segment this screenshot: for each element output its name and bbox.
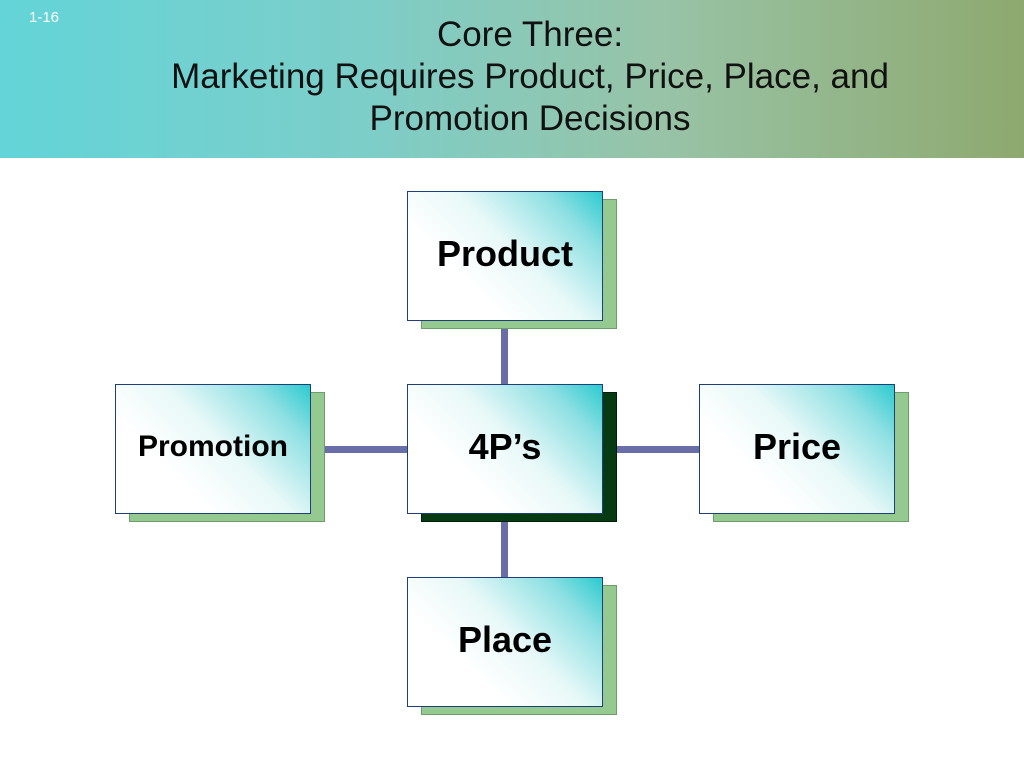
connector-top <box>501 320 508 386</box>
center-label: 4P’s <box>468 426 542 467</box>
title-line-3: Promotion Decisions <box>369 99 691 138</box>
slide-title: Core Three: Marketing Requires Product, … <box>90 14 970 140</box>
connector-bottom <box>501 513 508 579</box>
title-banner <box>0 0 1024 158</box>
price-box: Price <box>699 384 895 514</box>
slide-number: 1-16 <box>29 9 60 26</box>
place-box: Place <box>407 577 603 707</box>
price-node: Price <box>699 384 911 522</box>
promotion-node: Promotion <box>115 384 327 522</box>
product-node: Product <box>407 191 619 329</box>
place-node: Place <box>407 577 619 715</box>
title-line-2: Marketing Requires Product, Price, Place… <box>171 57 889 96</box>
price-label: Price <box>752 426 842 467</box>
product-label: Product <box>436 233 573 274</box>
place-label: Place <box>457 619 553 660</box>
connector-left <box>310 446 408 453</box>
center-node: 4P’s <box>407 384 619 522</box>
connector-right <box>602 446 700 453</box>
product-box: Product <box>407 191 603 321</box>
promotion-box: Promotion <box>115 384 311 514</box>
promotion-label: Promotion <box>138 430 288 463</box>
title-line-1: Core Three: <box>436 15 624 54</box>
center-box: 4P’s <box>407 384 603 514</box>
